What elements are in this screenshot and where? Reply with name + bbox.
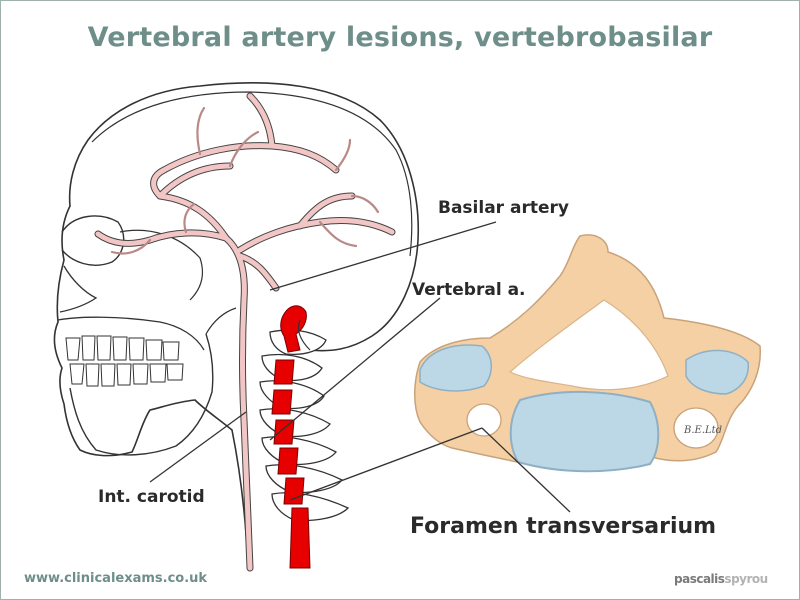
artist-credit: B.E.Ltd (684, 425, 723, 436)
upper-jaw (57, 316, 205, 351)
label-basilar-artery: Basilar artery (438, 198, 569, 218)
label-foramen-transversarium: Foramen transversarium (410, 514, 717, 539)
slide-title: Vertebral artery lesions, vertebrobasila… (87, 22, 713, 53)
upper-teeth (65, 335, 180, 361)
skull-outline (53, 82, 420, 569)
label-internal-carotid: Int. carotid (98, 487, 205, 507)
atlas-vertebra (414, 234, 761, 473)
footer-brand-logo: pascalisspyrou (674, 572, 768, 586)
skull-base (297, 319, 311, 351)
cheek-line (119, 229, 203, 301)
left-foramen (466, 403, 502, 437)
cervical-spine (259, 329, 350, 522)
mandible (69, 333, 214, 456)
brand-name-part1: pascalis (674, 572, 725, 586)
label-vertebral-artery: Vertebral a. (412, 280, 526, 300)
leader-lines (149, 221, 571, 513)
lower-teeth (69, 363, 184, 387)
cerebral-arteries (94, 92, 396, 572)
right-foramen (673, 407, 719, 449)
skull-inner-line (91, 91, 413, 257)
brand-name-part2: spyrou (724, 572, 768, 586)
mandible-ramus (205, 307, 237, 335)
nasal-line (59, 265, 98, 313)
vertebral-artery-red (271, 305, 311, 569)
footer-website-link[interactable]: www.clinicalexams.co.uk (24, 571, 208, 586)
